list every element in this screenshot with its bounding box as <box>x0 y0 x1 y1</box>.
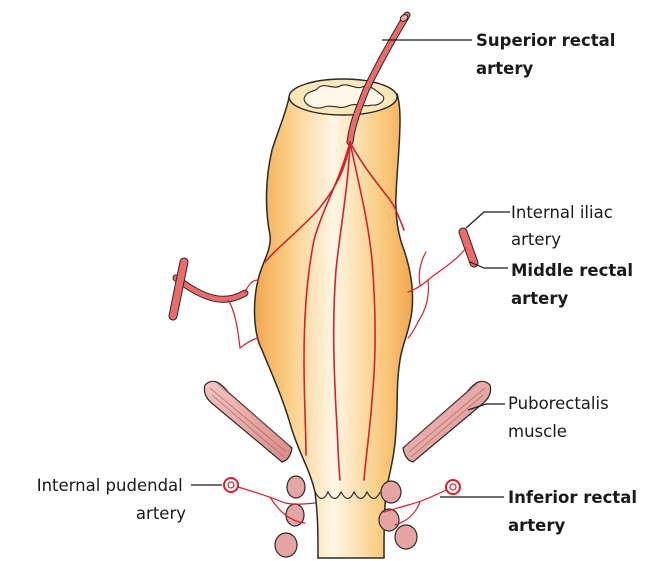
label-superior-rectal-artery: Superior rectal artery <box>476 31 621 78</box>
middle-rectal-artery-left <box>173 262 258 348</box>
label-puborectalis-muscle: Puborectalis muscle <box>508 394 614 441</box>
rectal-lumen-opening <box>289 79 397 115</box>
label-inferior-rectal-artery: Inferior rectal artery <box>508 488 643 535</box>
label-internal-iliac-artery: Internal iliac artery <box>511 203 618 249</box>
puborectalis-muscle-right <box>403 381 491 462</box>
label-internal-pudendal-artery: Internal pudendal artery <box>37 476 188 523</box>
leader-internal-iliac-artery <box>466 212 510 228</box>
middle-rectal-artery-right <box>408 232 474 338</box>
anal-sphincter-left <box>275 476 305 557</box>
label-middle-rectal-artery: Middle rectal artery <box>511 261 639 308</box>
